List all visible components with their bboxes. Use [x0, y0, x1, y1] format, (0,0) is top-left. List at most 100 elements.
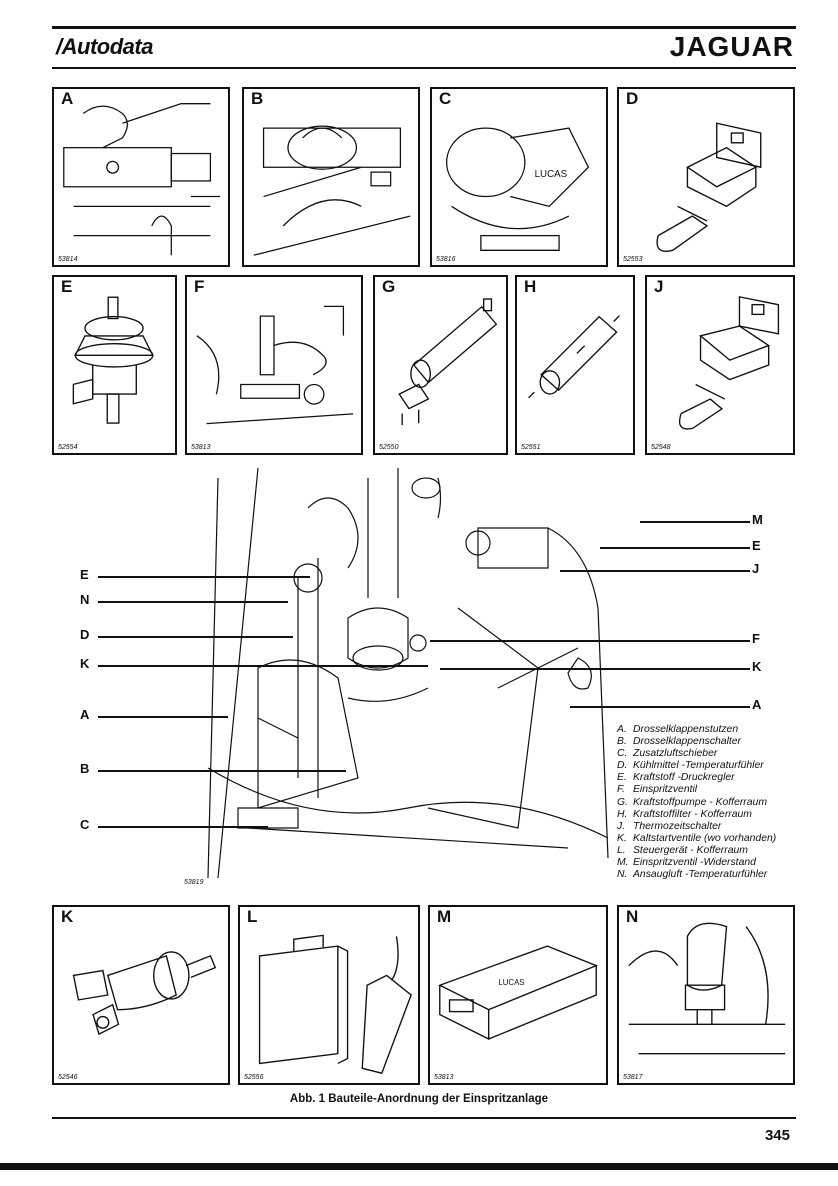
callout-n: N [80, 592, 90, 607]
drawing-code: 52551 [521, 444, 541, 451]
legend-text: Ansaugluft -Temperaturfühler [633, 869, 768, 881]
legend-text: Steuergerät - Kofferraum [633, 844, 748, 856]
panel-f: F 53813 [185, 275, 363, 455]
drawing-code: 53813 [434, 1074, 454, 1081]
injector-installed-drawing [196, 305, 354, 425]
legend-row: D. Kühlmittel -Temperaturfühler [617, 760, 822, 772]
brand-logo: /Autodata [56, 34, 153, 59]
legend-text: Kraftstoffilter - Kofferraum [633, 808, 752, 820]
drawing-code: 52556 [244, 1074, 264, 1081]
leader-line [98, 716, 228, 718]
legend-row: N.Ansaugluft -Temperaturfühler [617, 869, 822, 881]
legend-row: F. Einspritzventil [617, 784, 822, 796]
leader-line [98, 665, 428, 667]
legend-row: C. Zusatzluftschieber [617, 748, 822, 760]
fuel-filter-drawing [528, 315, 620, 399]
svg-text:LUCAS: LUCAS [498, 978, 524, 987]
legend-text: Zusatzluftschieber [633, 748, 718, 760]
callout-a-right: A [752, 697, 762, 712]
panel-h: H 52551 [515, 275, 635, 455]
legend-key: M. [617, 857, 629, 869]
legend-key: K. [617, 832, 627, 844]
legend-key: E. [617, 772, 627, 784]
cold-start-valve-drawing [72, 951, 217, 1036]
panel-m: M LUCAS 53813 [428, 905, 608, 1085]
leader-line [98, 636, 293, 638]
drawing-code: 52546 [58, 1074, 78, 1081]
legend-text: Kaltstartventile (wo vorhanden) [633, 832, 777, 844]
component-legend: A.Drosselklappenstutzen B.Drosselklappen… [617, 724, 822, 881]
leader-line [560, 570, 750, 572]
leader-line [98, 770, 346, 772]
header-rule [52, 67, 796, 69]
callout-c: C [80, 817, 90, 832]
callout-f: F [752, 631, 760, 646]
legend-text: Thermozeitschalter [633, 820, 722, 832]
legend-row: A.Drosselklappenstutzen [617, 724, 822, 736]
legend-text: Einspritzventil [633, 784, 698, 796]
pressure-regulator-drawing [72, 296, 154, 424]
legend-key: C. [617, 748, 628, 760]
ecu-drawing [258, 934, 412, 1075]
panel-n: N 53817 [617, 905, 795, 1085]
panel-c: C LUCAS 53816 [430, 87, 608, 267]
panel-j: J 52548 [645, 275, 795, 455]
fuel-pump-drawing [398, 298, 498, 426]
drawing-code: 53817 [623, 1074, 643, 1081]
svg-text:LUCAS: LUCAS [535, 169, 568, 180]
thermo-time-switch-drawing [678, 296, 780, 430]
injector-resistor-drawing: LUCAS [438, 945, 599, 1041]
leader-line [98, 601, 288, 603]
panel-e: E 52554 [52, 275, 177, 455]
legend-key: H. [617, 808, 628, 820]
leader-line [570, 706, 750, 708]
drawing-code: 52550 [379, 444, 399, 451]
throttle-housing-drawing [63, 103, 221, 256]
drawing-code: 53814 [58, 256, 78, 263]
legend-row: M. Einspritzventil -Widerstand [617, 857, 822, 869]
legend-key: A. [617, 724, 627, 735]
legend-row: K. Kaltstartventile (wo vorhanden) [617, 833, 822, 845]
drawing-code: 52553 [623, 256, 643, 263]
legend-row: G.Kraftstoffpumpe - Kofferraum [617, 797, 822, 809]
panel-l: L 52556 [238, 905, 420, 1085]
panel-letter: D [624, 89, 641, 108]
panel-letter: M [435, 907, 454, 926]
callout-j: J [752, 561, 760, 576]
drawing-code: 52548 [651, 444, 671, 451]
bottom-edge [0, 1163, 838, 1170]
callout-d: D [80, 627, 90, 642]
leader-line [600, 547, 750, 549]
leader-line [98, 826, 268, 828]
panel-letter: L [245, 907, 260, 926]
legend-key: G. [617, 796, 628, 808]
leader-line [440, 668, 750, 670]
callout-e-right: E [752, 538, 761, 553]
leader-line [98, 576, 310, 578]
legend-text: Einspritzventil -Widerstand [633, 857, 756, 869]
legend-row: J.Thermozeitschalter [617, 821, 822, 833]
panel-b: B [242, 87, 420, 267]
drawing-code: 53819 [184, 879, 204, 886]
legend-row: L.Steuergerät - Kofferraum [617, 845, 822, 857]
panel-letter: G [380, 277, 398, 296]
legend-text: Kühlmittel -Temperaturfühler [633, 760, 764, 772]
legend-row: H. Kraftstoffilter - Kofferraum [617, 809, 822, 821]
page-number: 345 [764, 1127, 790, 1144]
figure-caption: Abb. 1 Bauteile-Anordnung der Einspritza… [289, 1093, 549, 1105]
panel-a: A 53814 [52, 87, 230, 267]
legend-key: F. [617, 784, 625, 796]
throttle-switch-drawing [253, 125, 411, 256]
panel-letter: B [249, 89, 266, 108]
legend-key: D. [617, 760, 628, 772]
leader-line [430, 640, 750, 642]
callout-b: B [80, 761, 90, 776]
panel-letter: F [192, 277, 207, 296]
drawing-code: 53816 [436, 256, 456, 263]
panel-letter: J [652, 277, 666, 296]
callout-a-left: A [80, 707, 90, 722]
footer-rule [52, 1117, 796, 1119]
panel-k: K 52546 [52, 905, 230, 1085]
legend-key: B. [617, 736, 627, 748]
legend-row: B.Drosselklappenschalter [617, 736, 822, 748]
